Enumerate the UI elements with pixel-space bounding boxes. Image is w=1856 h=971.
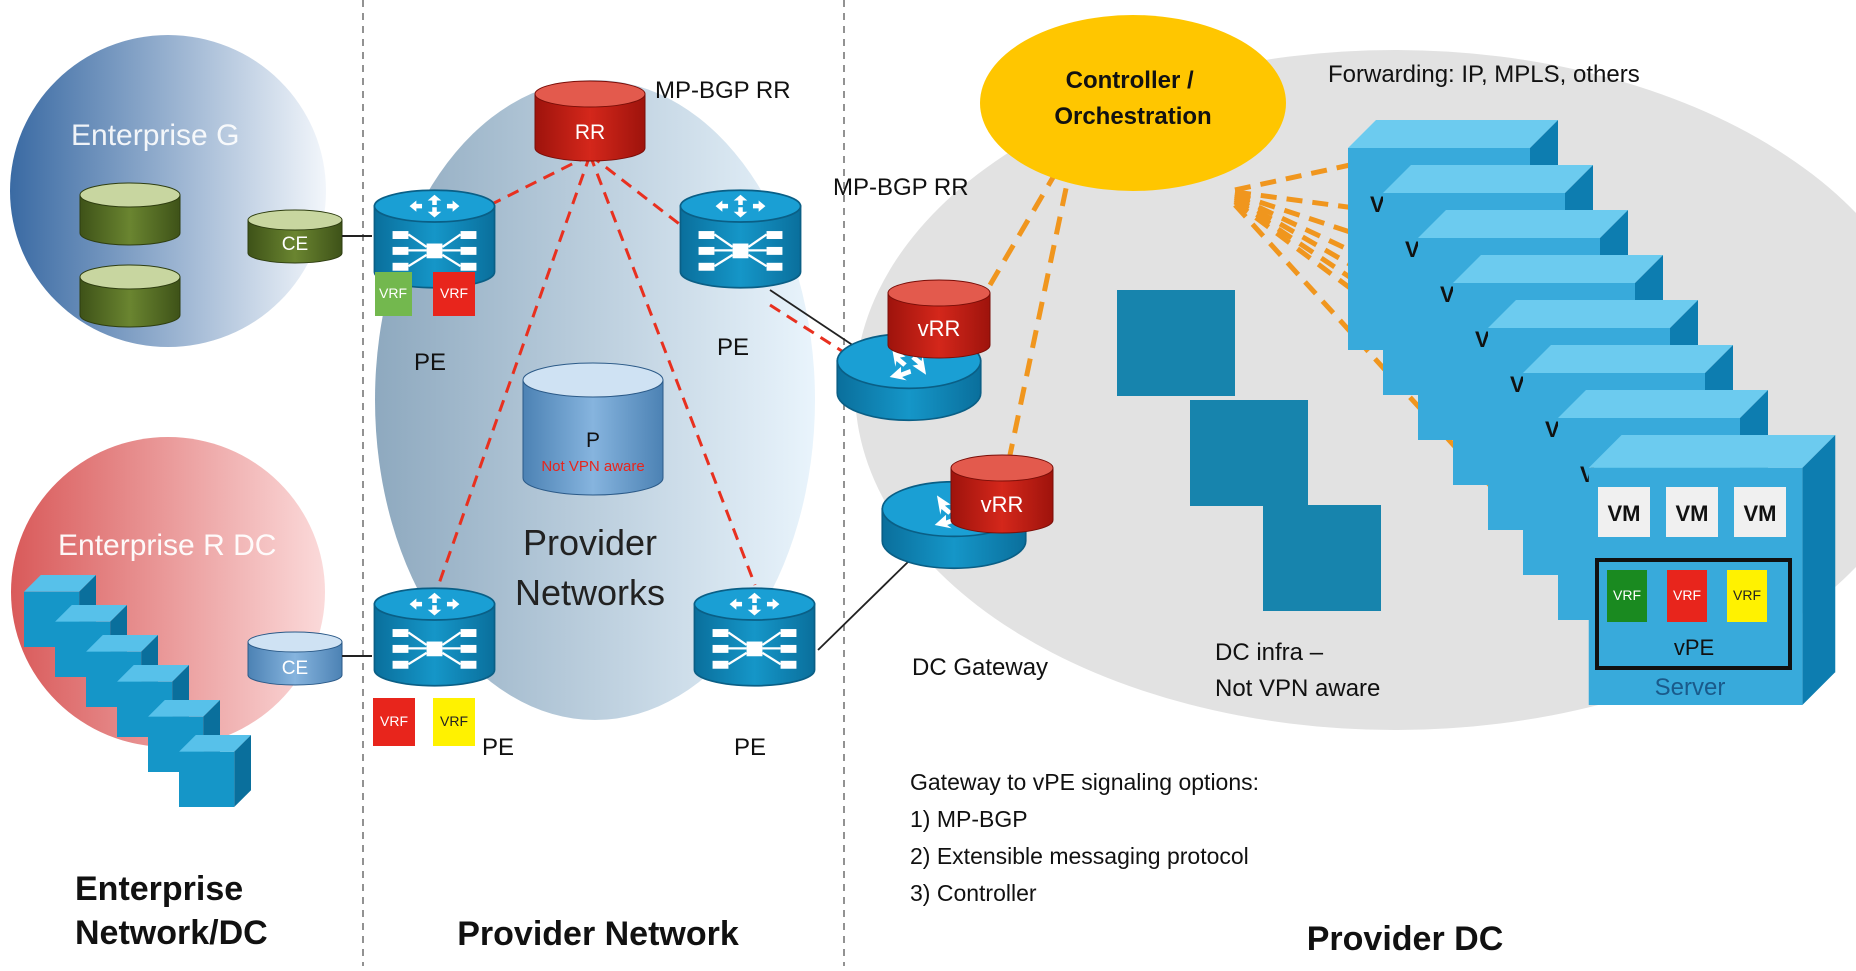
vrf-label: VRF bbox=[440, 285, 468, 301]
vrr-label: vRR bbox=[981, 492, 1024, 517]
section-title-provider-dc: Provider DC bbox=[1307, 920, 1504, 958]
vrf-tag-yellow bbox=[1727, 570, 1767, 622]
vm-box bbox=[1734, 487, 1786, 537]
rr-label: RR bbox=[575, 121, 605, 144]
pe-label: PE bbox=[717, 334, 749, 361]
signaling-option: 1) MP-BGP bbox=[910, 806, 1028, 832]
dc-infra-switch bbox=[1190, 400, 1308, 506]
vrf-label: VRF bbox=[379, 285, 407, 301]
dc-infra-label: DC infra – bbox=[1215, 639, 1324, 666]
dc-infra-switch bbox=[1263, 505, 1381, 611]
section-title-provider-network: Provider Network bbox=[457, 915, 739, 953]
enterprise-r-server-icon bbox=[179, 735, 251, 807]
front-server: VM VM VM VRF VRF VRF vPE Server bbox=[1595, 487, 1792, 701]
ce-r-label: CE bbox=[282, 658, 308, 679]
pe-router-icon bbox=[679, 189, 802, 289]
controller-node bbox=[980, 15, 1286, 191]
pe-router-icon bbox=[373, 587, 496, 687]
server-vm-peek: V bbox=[1370, 192, 1385, 217]
pe-label: PE bbox=[482, 734, 514, 761]
provider-networks-label: Provider Networks bbox=[515, 522, 667, 613]
p-label: P bbox=[586, 429, 600, 452]
vm-label: VM bbox=[1608, 501, 1641, 526]
signaling-option: 2) Extensible messaging protocol bbox=[910, 843, 1249, 869]
vrr-label: vRR bbox=[918, 316, 961, 341]
vrf-tag-red bbox=[373, 698, 415, 746]
pe-gw-link-2 bbox=[817, 559, 911, 651]
provider-networks-label-line: Networks bbox=[515, 572, 665, 613]
signaling-option: 3) Controller bbox=[910, 880, 1037, 906]
ce-g-node: CE bbox=[247, 209, 343, 264]
pe-label: PE bbox=[734, 734, 766, 761]
vm-box bbox=[1666, 487, 1718, 537]
dc-gateway-label: DC Gateway bbox=[912, 654, 1048, 681]
server-label: Server bbox=[1655, 674, 1726, 701]
dc-rr-title: MP-BGP RR bbox=[833, 174, 969, 201]
enterprise-r-title: Enterprise R DC bbox=[58, 529, 276, 562]
vrf-tag-red bbox=[1667, 570, 1707, 622]
p-sublabel: Not VPN aware bbox=[541, 458, 644, 475]
vm-label: VM bbox=[1676, 501, 1709, 526]
vm-box bbox=[1598, 487, 1650, 537]
server-vm-peek: V bbox=[1405, 237, 1420, 262]
vm-label: VM bbox=[1744, 501, 1777, 526]
pe-gw-link-1 bbox=[769, 289, 861, 351]
ce-g-label: CE bbox=[282, 234, 308, 255]
vrf-label: VRF bbox=[380, 713, 408, 729]
vpe-box bbox=[1595, 558, 1792, 670]
vrf-tag-green bbox=[1607, 570, 1647, 622]
provider-networks-label-line: Provider bbox=[523, 522, 657, 563]
section-title-line: Network/DC bbox=[75, 914, 268, 952]
vrf-tag-yellow bbox=[433, 698, 475, 746]
vrf-label: VRF bbox=[1673, 587, 1701, 603]
p-node: P Not VPN aware bbox=[522, 362, 664, 496]
dc-infra-switch bbox=[1117, 290, 1235, 396]
ce-r-node: CE bbox=[247, 631, 343, 686]
controller-label: Controller / Orchestration bbox=[1054, 67, 1211, 130]
server-vm-peek: V bbox=[1440, 282, 1455, 307]
enterprise-g-db-2 bbox=[79, 264, 181, 328]
vrf-label: VRF bbox=[440, 713, 468, 729]
section-title-enterprise: Enterprise Network/DC bbox=[75, 870, 268, 952]
section-title-line: Enterprise bbox=[75, 870, 243, 908]
pe-router-icon bbox=[693, 587, 816, 687]
vrf-label: VRF bbox=[1613, 587, 1641, 603]
controller-label-line: Controller / bbox=[1066, 67, 1194, 94]
controller-label-line: Orchestration bbox=[1054, 103, 1211, 130]
server-vm-peek: V bbox=[1545, 417, 1560, 442]
enterprise-g-title: Enterprise G bbox=[71, 119, 239, 152]
vrf-tag-green bbox=[375, 272, 412, 316]
forwarding-label: Forwarding: IP, MPLS, others bbox=[1328, 61, 1640, 88]
dc-infra-sublabel: Not VPN aware bbox=[1215, 675, 1380, 702]
server-vm-peek: V bbox=[1510, 372, 1525, 397]
server-stack: V V V V V V V bbox=[1348, 120, 1836, 705]
vrf-tag-red bbox=[433, 272, 475, 316]
vrr-node-2: vRR bbox=[950, 454, 1054, 534]
pe-label: PE bbox=[414, 349, 446, 376]
enterprise-g-db-1 bbox=[79, 182, 181, 246]
rr-title: MP-BGP RR bbox=[655, 77, 791, 104]
signaling-title: Gateway to vPE signaling options: bbox=[910, 769, 1259, 795]
server-vm-peek: V bbox=[1475, 327, 1490, 352]
rr-node: RR bbox=[534, 80, 646, 162]
vrf-label: VRF bbox=[1733, 587, 1761, 603]
vpe-label: vPE bbox=[1674, 635, 1714, 660]
vrr-node-1: vRR bbox=[887, 279, 991, 359]
